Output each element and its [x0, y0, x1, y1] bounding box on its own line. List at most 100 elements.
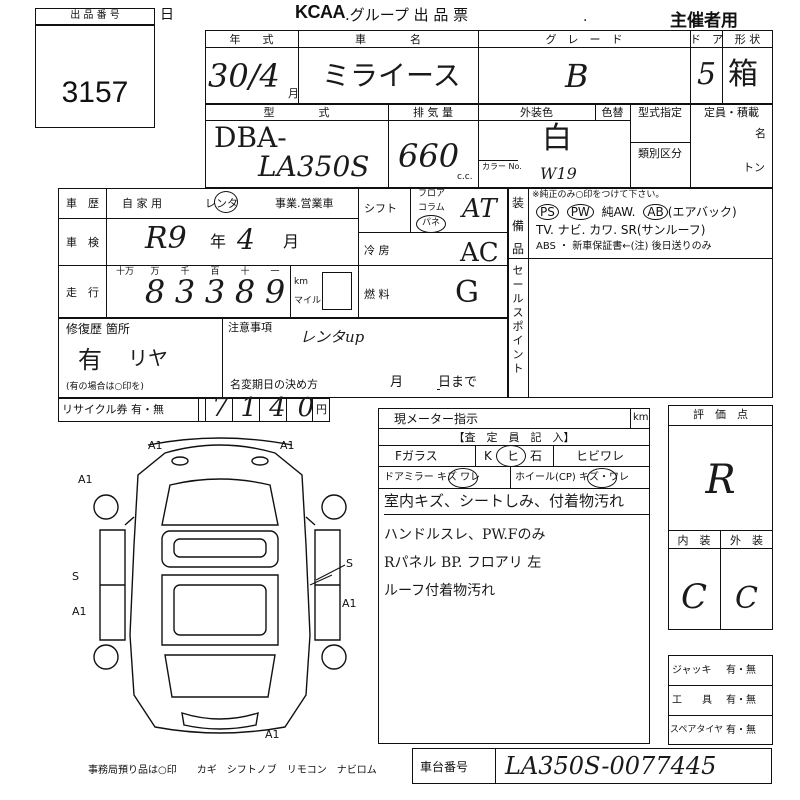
mile-label: マイル — [294, 296, 322, 306]
mileage-digit: 8 — [144, 273, 166, 311]
car-name-label: 車 名 — [355, 33, 421, 46]
lot-label: 出 品 番 号 — [70, 10, 120, 21]
equipment-row1: PS PW 純AW. AB(エアバック) — [536, 203, 737, 220]
shift-value: AT — [462, 194, 497, 224]
tool-label: 工 具 — [672, 695, 712, 706]
caution-label: 注意事項 — [228, 321, 272, 334]
chassis-value: LA350S-0077445 — [505, 752, 717, 780]
evaluation-label: 評 価 点 — [693, 408, 748, 421]
inspection-value: R9 — [145, 221, 187, 256]
model-type-value-1: DBA- — [214, 121, 287, 154]
vehicle-info-section — [205, 30, 773, 188]
sales-point-label: セールスポイント — [512, 264, 524, 375]
shift-label: シフト — [364, 202, 397, 215]
model-type-label: 型 式 — [263, 106, 330, 119]
damage-mark: A1 — [265, 728, 280, 741]
car-name-value: ミライース — [322, 59, 461, 92]
damage-mark: S — [346, 557, 353, 570]
recycle-section — [58, 398, 330, 422]
displacement-value: 660 — [398, 137, 460, 175]
mileage-digit: 9 — [264, 273, 286, 311]
name-change-day: 日まで — [438, 375, 478, 390]
org-logo: KCAA — [295, 2, 346, 22]
jack-option: 有・無 — [726, 665, 756, 676]
inspector-note: ハンドルスレ、PW.Fのみ — [384, 527, 546, 543]
mirror-scratch-circle — [448, 468, 478, 488]
exterior-color-value: 白 — [542, 121, 572, 156]
damage-mark: A1 — [280, 439, 295, 452]
color-change-label: 色替 — [601, 106, 624, 119]
shape-value: 箱 — [728, 57, 758, 92]
model-type-value-2: LA350S — [258, 150, 370, 183]
exterior-color-label: 外装色 — [520, 106, 553, 119]
unit-10: 十 — [240, 267, 250, 277]
mileage-digit: 3 — [174, 273, 196, 311]
inspector-section — [378, 408, 650, 744]
recycle-label: リサイクル券 有・無 — [62, 403, 164, 416]
history-section — [58, 188, 508, 318]
capacity-unit-people: 名 — [755, 127, 766, 140]
interior-value: C — [680, 577, 707, 617]
unit-1k: 千 — [180, 267, 190, 277]
wheel-scratch-circle — [587, 468, 617, 488]
lot-box — [35, 8, 155, 128]
repair-value: 有 — [78, 346, 102, 374]
mileage-digit: 3 — [204, 273, 226, 311]
door-mirror: ドアミラー キズ ワレ — [384, 472, 481, 483]
fuel-value: G — [455, 275, 479, 310]
host-label: 主催者用 — [670, 11, 738, 31]
recycle-value: 7140 — [212, 393, 327, 423]
shape-label: 形 状 — [734, 33, 761, 46]
lot-number: 3157 — [61, 76, 129, 109]
mileage-label: 走 行 — [66, 286, 99, 299]
ac-value: AC — [460, 238, 499, 268]
damage-mark: A1 — [342, 597, 357, 610]
rental-circle — [214, 191, 238, 213]
inspection-month-value: 4 — [237, 223, 255, 256]
repair-section — [58, 318, 508, 398]
jack-label: ジャッキ — [672, 665, 712, 676]
title-dot: . — [583, 9, 588, 25]
mileage-cells: 十万 万 千 百 十 一 8 3 3 8 9 — [110, 266, 290, 318]
unit-1: 一 — [270, 267, 280, 277]
inspection-month-char: 月 — [283, 232, 300, 251]
recycle-cells — [205, 398, 313, 422]
damage-mark: A1 — [78, 473, 93, 486]
repair-note: (有の場合は○印を) — [66, 382, 144, 392]
spare-tire-option: 有・無 — [726, 725, 756, 736]
color-no-value: W19 — [540, 164, 577, 183]
recycle-unit: 円 — [316, 403, 327, 416]
spare-tire-label: スペアタイヤ — [670, 725, 724, 735]
exterior-label: 外 装 — [730, 534, 763, 547]
color-no-label: カラー No. — [482, 162, 522, 171]
grade-value: B — [565, 57, 589, 95]
glass-crack-2: ヒビワレ — [576, 449, 625, 463]
repair-label: 修復歴 箇所 — [66, 322, 130, 336]
door-value: 5 — [697, 57, 717, 92]
form-title: .グループ 出 品 票 — [345, 6, 469, 24]
glass-k: K — [484, 449, 492, 463]
grade-label: グ レ ー ド — [545, 33, 623, 46]
mileage-digit: 8 — [234, 273, 256, 311]
capacity-label: 定員・積載 — [704, 106, 759, 119]
caution-value: レンタup — [300, 328, 365, 346]
history-private: 自 家 用 — [122, 197, 162, 210]
equip-ab: AB — [643, 204, 668, 220]
glass-stone: 石 — [530, 449, 543, 463]
name-change-label: 名変期日の決め方 — [230, 378, 318, 391]
displacement-label: 排 気 量 — [413, 106, 453, 119]
shift-floor: フロア — [418, 189, 446, 199]
type-spec-label: 型式指定 — [638, 106, 682, 119]
repair-location: リヤ — [128, 346, 168, 370]
evaluation-score: R — [705, 457, 736, 503]
equipment-note: ※純正のみ○印をつけて下さい。 — [532, 190, 665, 200]
equipment-row2: TV. ナビ. カワ. SR(サンルーフ) — [536, 223, 706, 237]
chassis-section — [412, 748, 772, 784]
equip-aw: 純AW. — [601, 205, 636, 219]
class-label: 類別区分 — [638, 147, 682, 160]
ac-label: 冷 房 — [364, 244, 390, 257]
glass-crack-circle — [496, 445, 526, 467]
year-value: 30/4 — [208, 57, 280, 95]
tools-section — [668, 655, 773, 745]
year-label: 年 式 — [229, 33, 274, 46]
